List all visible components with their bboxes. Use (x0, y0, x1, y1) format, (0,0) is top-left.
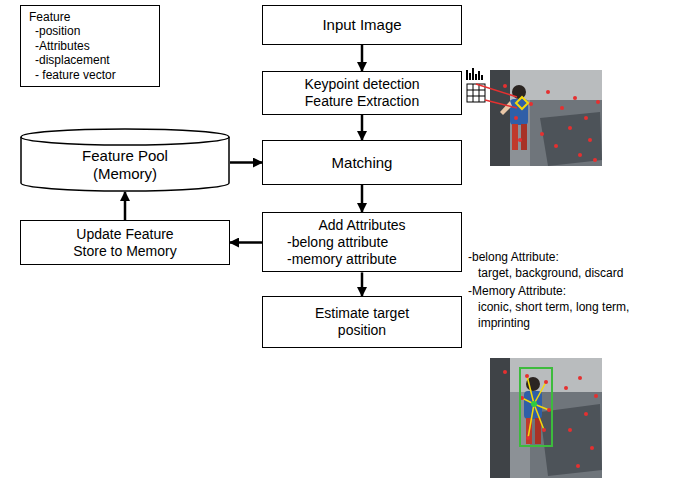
box-label: Keypoint detection Feature Extraction (287, 76, 437, 110)
result-photo (490, 358, 602, 478)
box-label: Estimate target position (302, 305, 422, 339)
input-photo (490, 70, 602, 166)
annotation-text: -Memory Attribute: (468, 284, 658, 300)
box-label: Input Image (322, 16, 401, 34)
annotation-text: target, background, discard (478, 266, 668, 282)
annotation-text: -belong Attribute: (468, 250, 658, 266)
annotation-text: iconic, short term, long term, imprintin… (478, 300, 668, 331)
box-label: Feature Pool (Memory) (70, 147, 180, 183)
process-box: Estimate target position (262, 296, 462, 348)
process-box: Matching (262, 140, 462, 185)
box-line: -position (35, 24, 80, 38)
box-label: Feature (29, 10, 70, 24)
descriptor-icon (466, 68, 517, 108)
box-line: - feature vector (35, 68, 116, 82)
flow-arrow (230, 161, 262, 164)
box-line: -memory attribute (287, 251, 397, 268)
memory-cylinder: Feature Pool (Memory) (20, 128, 230, 192)
flow-arrow (361, 45, 364, 71)
box-label: Add Attributes (318, 217, 405, 234)
flow-arrow (361, 272, 364, 296)
process-box: Input Image (262, 5, 462, 45)
process-box: Update Feature Store to Memory (20, 220, 230, 265)
note-box: Feature-position-Attributes-displacement… (20, 5, 160, 87)
flow-arrow (124, 192, 127, 220)
flow-arrow (361, 115, 364, 140)
box-line: -Attributes (35, 39, 90, 53)
box-line: -displacement (35, 53, 110, 67)
flow-arrow (230, 241, 262, 244)
process-box: Keypoint detection Feature Extraction (262, 71, 462, 115)
flow-arrow (361, 185, 364, 212)
box-label: Matching (332, 154, 393, 172)
box-label: Update Feature Store to Memory (60, 226, 190, 260)
box-line: -belong attribute (287, 234, 388, 251)
process-box: Add Attributes-belong attribute-memory a… (262, 212, 462, 272)
